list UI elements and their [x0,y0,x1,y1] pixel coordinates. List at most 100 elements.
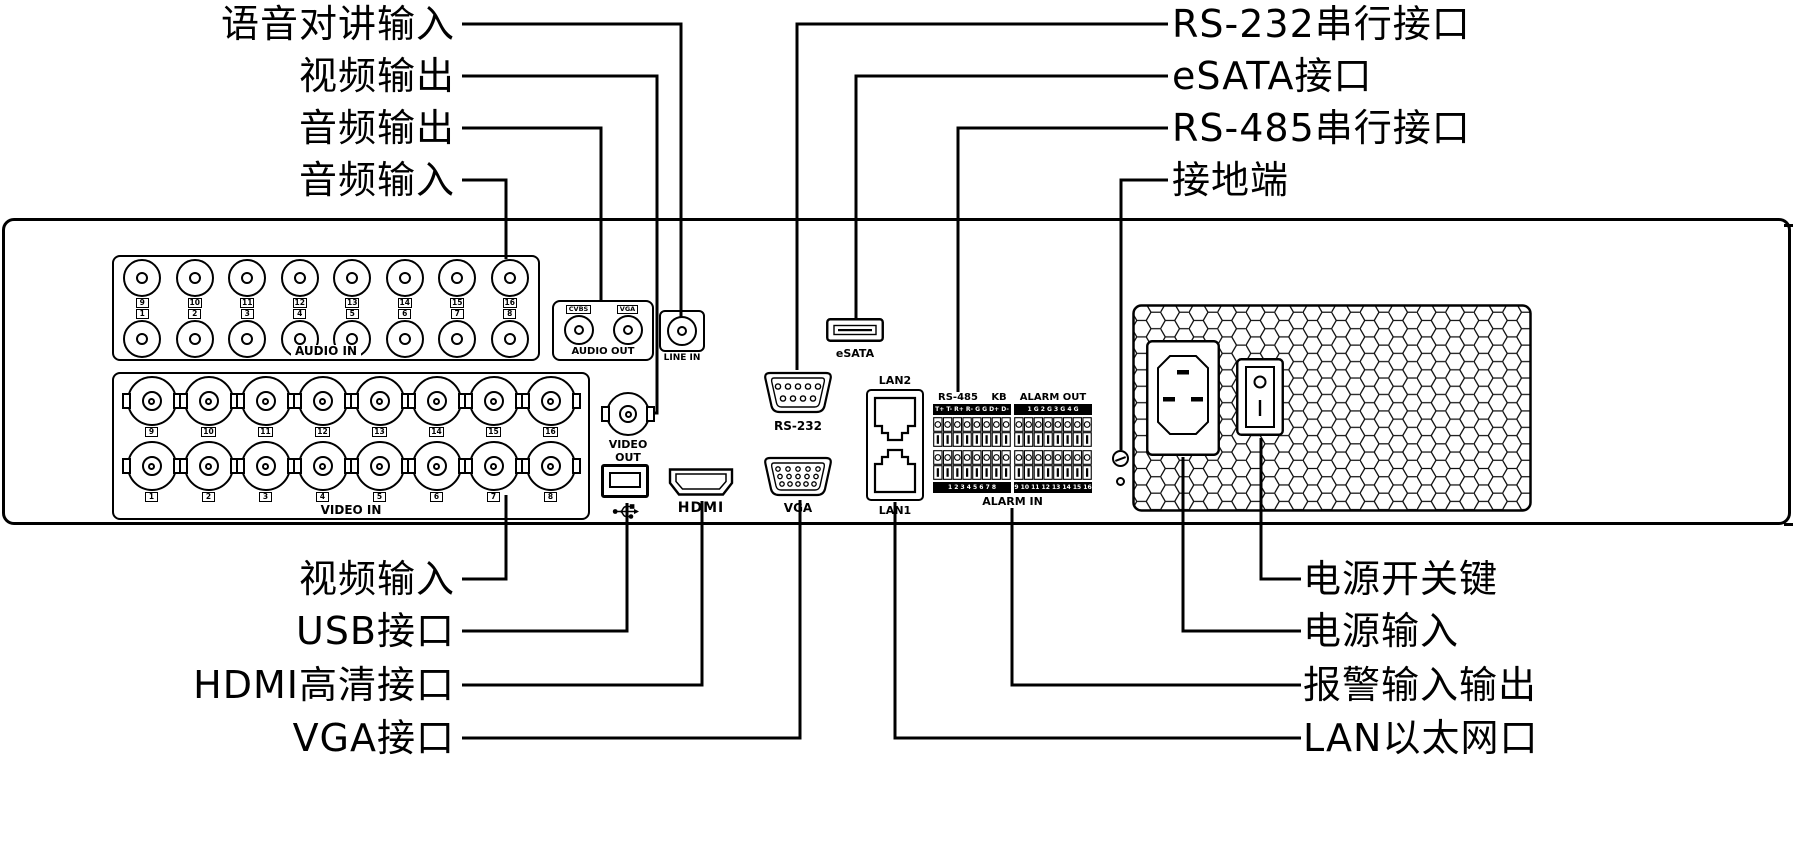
jack-number: 4 [293,309,307,319]
rca-jack [175,259,214,297]
alarm-in-label: ALARM IN [982,495,1043,508]
alarm-in-terminal-strip-left [933,450,1011,480]
rca-jack [228,320,267,358]
jack-number: 2 [202,492,215,502]
jack-number: 11 [258,427,273,437]
jack-number: 12 [315,427,330,437]
jack-number: 9 [145,427,158,437]
jack-number: 7 [487,492,500,502]
video-in-column: 9 1 [123,374,180,518]
rca-jack [667,316,697,346]
jack-number: 3 [259,492,272,502]
alarm-out-pin-labels: 1 G 2 G 3 G 4 G [1014,404,1092,415]
video-out-label-line1: VIDEO [608,438,648,451]
vga-tag: VGA [616,305,639,314]
power-switch [1236,358,1284,436]
hdmi-port [668,468,734,496]
bnc-jack [183,376,234,426]
ground-hole [1116,477,1125,486]
bnc-jack [525,441,576,491]
rs485-kb-pin-labels: T+ T- R+ R- G G D+ D- [933,404,1011,415]
kb-header: KB [991,392,1007,403]
bnc-jack [411,376,462,426]
rs485-kb-terminal-strip [933,417,1011,447]
audio-out-group: CVBS VGA AUDIO OUT [552,300,654,361]
rca-jack [563,315,594,345]
alarm-out-header: ALARM OUT [1019,392,1087,403]
audio-in-column: 15 7 [431,257,484,359]
audio-out-label: AUDIO OUT [567,345,639,358]
rca-jack [333,259,372,297]
rca-jack [490,320,529,358]
callout-rs232-serial-port: RS-232串行接口 [1172,2,1471,46]
usb-icon [612,504,639,519]
audio-in-label: AUDIO IN [291,345,361,358]
panel-edge-mark [1784,224,1793,227]
jack-number: 5 [373,492,386,502]
jack-number: 6 [398,309,412,319]
jack-number: 6 [430,492,443,502]
callout-esata-port: eSATA接口 [1172,54,1373,98]
jack-number: 1 [145,492,158,502]
rca-jack [280,259,319,297]
jack-number: 13 [372,427,387,437]
alarm-out-terminal-strip [1014,417,1092,447]
jack-number: 15 [450,298,465,308]
jack-number: 9 [135,298,149,308]
video-in-column: 12 4 [294,374,351,518]
power-inlet [1146,340,1220,456]
panel-edge-mark [1784,523,1793,526]
jack-number: 2 [188,309,202,319]
callout-video-output: 视频输出 [298,54,455,98]
rs232-label: RS-232 [774,419,822,433]
audio-in-column: 14 6 [379,257,432,359]
bnc-jack [468,376,519,426]
callout-ground-terminal: 接地端 [1172,158,1290,202]
video-in-column: 16 8 [522,374,579,518]
jack-number: 7 [450,309,464,319]
hdmi-label: HDMI [677,500,725,516]
video-in-columns: 9 1 10 2 11 3 12 4 [114,374,588,518]
rca-jack [438,320,477,358]
bnc-jack [297,441,348,491]
jack-number: 14 [429,427,444,437]
jack-number: 12 [292,298,307,308]
rca-jack [228,259,267,297]
bnc-jack [240,441,291,491]
rca-jack [175,320,214,358]
rca-jack [123,259,162,297]
line-in-box [659,310,705,352]
alarm-in-pin-labels-right: 9 10 11 12 13 14 15 16 [1014,482,1092,493]
callout-video-input: 视频输入 [298,557,455,601]
alarm-in-pin-labels-left: 1 2 3 4 5 6 7 8 [933,482,1011,493]
bnc-jack [525,376,576,426]
bnc-jack [126,441,177,491]
bnc-jack [468,441,519,491]
audio-in-column: 11 3 [221,257,274,359]
jack-number: 3 [240,309,254,319]
callout-power-input: 电源输入 [1303,609,1460,653]
lan2-jack [873,396,916,442]
alarm-in-terminal-strip-right [1014,450,1092,480]
video-in-label: VIDEO IN [316,504,386,517]
jack-number: 5 [345,309,359,319]
callout-vga-port: VGA接口 [292,716,455,760]
vga-label: VGA [783,501,813,515]
audio-in-group: 9 1 10 2 11 3 12 4 [112,255,540,361]
video-out-bnc [606,392,650,436]
jack-number: 16 [543,427,558,437]
lan-group [866,389,924,501]
callout-audio-output: 音频输出 [298,106,455,150]
video-in-column: 13 5 [351,374,408,518]
bnc-jack [297,376,348,426]
callout-alarm-in-out: 报警输入输出 [1303,663,1538,707]
rs485-header: RS-485 [938,392,978,403]
jack-number: 16 [502,298,517,308]
cvbs-tag: CVBS [565,305,592,314]
video-in-column: 15 7 [465,374,522,518]
audio-in-column: 9 1 [116,257,169,359]
jack-number: 10 [187,298,202,308]
bnc-jack [240,376,291,426]
video-in-group: 9 1 10 2 11 3 12 4 [112,372,590,520]
